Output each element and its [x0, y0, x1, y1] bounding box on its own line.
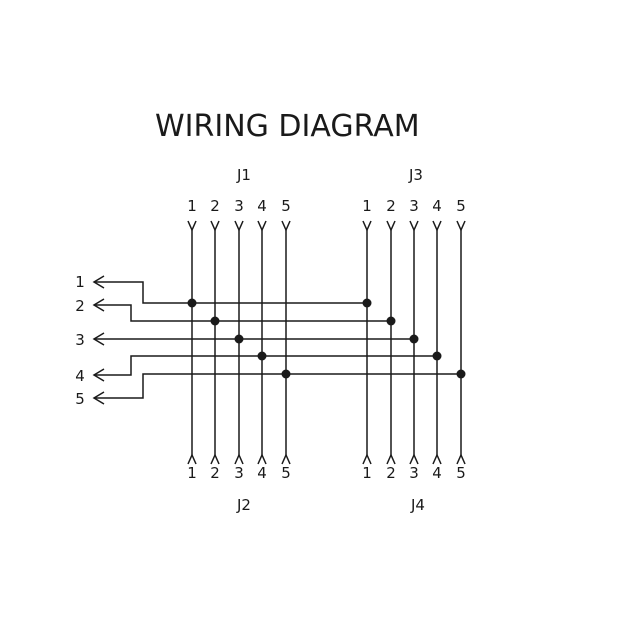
- j1-pin-label: 5: [281, 197, 291, 215]
- pin-terminal-top: [281, 220, 291, 232]
- pin-terminal-bottom: [362, 453, 372, 465]
- j1-pin-label: 1: [187, 197, 197, 215]
- j4-pin-label: 4: [432, 464, 442, 482]
- output-wire: [94, 373, 461, 399]
- output-wire: [94, 281, 367, 304]
- j3-pin-label: 2: [386, 197, 396, 215]
- j2-pin-label: 4: [257, 464, 267, 482]
- diagram-title: WIRING DIAGRAM: [155, 109, 420, 144]
- output-arrow: [92, 391, 105, 405]
- connector-label-j2: J2: [236, 496, 251, 514]
- pin-terminal-bottom: [187, 453, 197, 465]
- j2-pin-label: 3: [234, 464, 244, 482]
- junction-dot: [234, 334, 244, 344]
- j4-pin-label: 2: [386, 464, 396, 482]
- output-arrow: [92, 275, 105, 289]
- output-arrow: [92, 332, 105, 346]
- output-label: 3: [75, 331, 85, 349]
- junction-dot: [281, 369, 291, 379]
- output-wire: [94, 304, 391, 322]
- j3-pin-label: 3: [409, 197, 419, 215]
- pin-terminal-bottom: [432, 453, 442, 465]
- junction-dot: [409, 334, 419, 344]
- pin-terminal-top: [234, 220, 244, 232]
- j4-pin-label: 1: [362, 464, 372, 482]
- pin-terminal-top: [187, 220, 197, 232]
- output-label: 2: [75, 297, 85, 315]
- output-arrow: [92, 368, 105, 382]
- pin-terminal-bottom: [456, 453, 466, 465]
- output-label: 5: [75, 390, 85, 408]
- pin-terminal-top: [456, 220, 466, 232]
- junction-dot: [432, 351, 442, 361]
- junction-dot: [362, 298, 372, 308]
- pin-terminal-bottom: [281, 453, 291, 465]
- pin-terminal-bottom: [409, 453, 419, 465]
- junction-dot: [210, 316, 220, 326]
- j1-pin-label: 4: [257, 197, 267, 215]
- junction-dot: [456, 369, 466, 379]
- j2-pin-label: 5: [281, 464, 291, 482]
- j2-pin-label: 2: [210, 464, 220, 482]
- pin-terminal-bottom: [210, 453, 220, 465]
- junction-dot: [386, 316, 396, 326]
- pin-terminal-bottom: [386, 453, 396, 465]
- pin-terminal-top: [210, 220, 220, 232]
- j2-pin-label: 1: [187, 464, 197, 482]
- pin-terminal-top: [386, 220, 396, 232]
- j1-pin-label: 3: [234, 197, 244, 215]
- junction-dot: [257, 351, 267, 361]
- output-wire: [94, 355, 437, 376]
- j4-pin-label: 3: [409, 464, 419, 482]
- pin-terminal-top: [432, 220, 442, 232]
- pin-terminal-top: [362, 220, 372, 232]
- connector-label-j1: J1: [236, 166, 251, 184]
- j1-pin-label: 2: [210, 197, 220, 215]
- connector-label-j3: J3: [408, 166, 423, 184]
- j3-pin-label: 1: [362, 197, 372, 215]
- pin-terminal-top: [409, 220, 419, 232]
- pin-terminal-bottom: [257, 453, 267, 465]
- pin-terminal-bottom: [234, 453, 244, 465]
- output-label: 4: [75, 367, 85, 385]
- junction-dot: [187, 298, 197, 308]
- output-label: 1: [75, 273, 85, 291]
- j3-pin-label: 5: [456, 197, 466, 215]
- connector-label-j4: J4: [410, 496, 425, 514]
- j3-pin-label: 4: [432, 197, 442, 215]
- j4-pin-label: 5: [456, 464, 466, 482]
- output-arrow: [92, 298, 105, 312]
- pin-terminal-top: [257, 220, 267, 232]
